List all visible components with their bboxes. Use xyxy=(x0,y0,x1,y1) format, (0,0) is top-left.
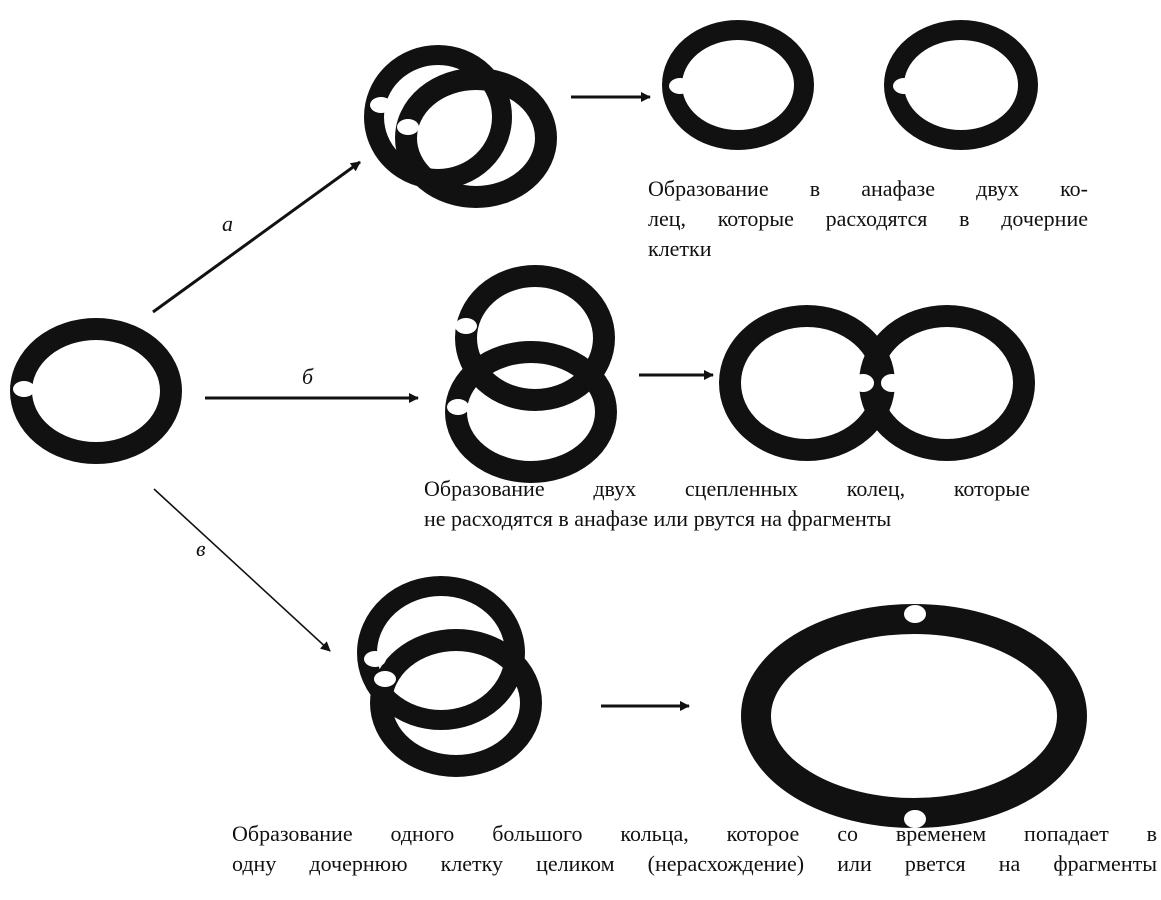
centromere-marker xyxy=(13,381,35,397)
centromere-marker xyxy=(374,671,396,687)
centromere-marker xyxy=(852,374,874,392)
centromere-marker xyxy=(370,97,392,113)
centromere-marker xyxy=(455,318,477,334)
caption-line: Образование в анафазе двух ко- xyxy=(648,176,1088,201)
ring xyxy=(445,341,617,483)
pathway-letter-a: а xyxy=(222,211,233,236)
pathway-a-replicated-rings xyxy=(364,45,557,208)
pathway-b-replicated-rings xyxy=(445,265,617,483)
caption-line: Образование одного большого кольца, кото… xyxy=(232,821,1157,846)
pathway-a-result-rings xyxy=(662,20,1038,150)
caption-line: лец, которые расходятся в дочерние xyxy=(648,206,1088,231)
pathway-arrow-a xyxy=(152,160,361,314)
large-ring xyxy=(741,604,1087,828)
centromere-marker xyxy=(669,78,691,94)
daughter-ring xyxy=(662,20,814,150)
source-ring-chromosome xyxy=(10,318,182,464)
caption-pathway-b: Образование двух сцепленных колец, котор… xyxy=(424,474,1030,534)
caption-pathway-a: Образование в анафазе двух ко- лец, кото… xyxy=(648,174,1088,264)
caption-line: не расходятся в анафазе или рвутся на фр… xyxy=(424,506,892,531)
pathway-letter-b: б xyxy=(302,364,314,389)
ring xyxy=(395,68,557,208)
pathway-b-result-linked-rings xyxy=(719,305,1035,461)
pathway-letter-c: в xyxy=(196,536,206,561)
caption-line: одну дочернюю клетку целиком (нерасхожде… xyxy=(232,851,1157,876)
caption-line: Образование двух сцепленных колец, котор… xyxy=(424,476,1030,501)
ring xyxy=(370,629,542,777)
pathway-c-result-large-ring xyxy=(741,604,1087,828)
centromere-marker xyxy=(904,605,926,623)
centromere-marker xyxy=(881,374,903,392)
ring xyxy=(455,265,615,411)
centromere-marker xyxy=(904,810,926,828)
caption-line: клетки xyxy=(648,236,712,261)
pathway-arrow-c xyxy=(153,488,331,652)
centromere-marker xyxy=(397,119,419,135)
pathway-c-replicated-rings xyxy=(357,576,542,777)
caption-pathway-c: Образование одного большого кольца, кото… xyxy=(232,819,1157,879)
centromere-marker xyxy=(893,78,915,94)
source-ring xyxy=(10,318,182,464)
centromere-marker xyxy=(364,651,386,667)
centromere-marker xyxy=(447,399,469,415)
